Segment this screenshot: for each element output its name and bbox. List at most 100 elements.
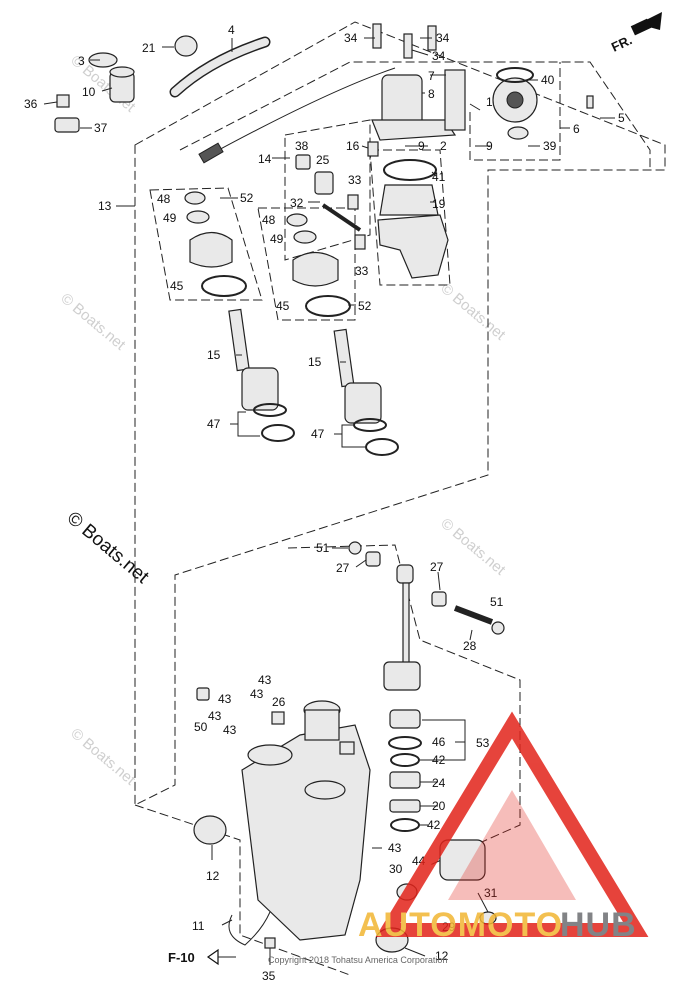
callout-16: 16 bbox=[346, 139, 360, 153]
part-38-ring bbox=[295, 154, 311, 170]
callout-34-a: 34 bbox=[344, 31, 358, 45]
callout-labels: 3 10 36 37 21 4 34 34 34 40 7 8 1 6 5 39… bbox=[24, 23, 625, 983]
callout-53: 53 bbox=[476, 736, 490, 750]
reference-label[interactable]: F-10 bbox=[168, 950, 195, 965]
part-37-clamp bbox=[54, 117, 80, 133]
callout-32: 32 bbox=[290, 196, 304, 210]
manual-valve-cover bbox=[439, 839, 486, 881]
callout-9-a: 9 bbox=[418, 139, 425, 153]
part-21-grommet bbox=[174, 35, 198, 57]
part-47-left-ring-a bbox=[253, 403, 287, 417]
outline-piston-right bbox=[257, 207, 356, 321]
callout-35: 35 bbox=[262, 969, 276, 983]
page-reference[interactable]: F-10 bbox=[168, 948, 236, 966]
reference-arrow-icon bbox=[206, 948, 219, 966]
part-45-left-oring bbox=[201, 275, 247, 297]
part-27-top bbox=[365, 551, 381, 567]
parts-top-left bbox=[54, 35, 396, 164]
callout-3: 3 bbox=[78, 54, 85, 68]
part-42-ring-b bbox=[390, 818, 420, 832]
part-49-right bbox=[293, 230, 317, 244]
brand-logo: AUTOMOTO HUB bbox=[358, 711, 649, 944]
callout-51-a: 51 bbox=[316, 541, 330, 555]
watermark-2: © Boats.net bbox=[437, 280, 509, 344]
watermark-3: © Boats.net bbox=[437, 515, 509, 579]
reservoir-body bbox=[377, 214, 449, 279]
callout-19: 19 bbox=[432, 197, 446, 211]
watermark-1: © Boats.net bbox=[57, 290, 129, 354]
outline-top-right bbox=[469, 62, 561, 161]
outline-valve bbox=[284, 119, 371, 261]
part-34-bolt-b bbox=[403, 33, 413, 59]
callout-43-c: 43 bbox=[250, 687, 264, 701]
callout-43-b: 43 bbox=[218, 692, 232, 706]
rod-eye bbox=[396, 564, 414, 584]
leader-lines bbox=[43, 37, 615, 965]
part-35-bolt bbox=[264, 937, 276, 949]
part-47-right-ring-b bbox=[365, 438, 399, 456]
part-51-top bbox=[348, 541, 362, 555]
callout-12-b: 12 bbox=[435, 949, 449, 963]
callout-11: 11 bbox=[192, 919, 205, 933]
callout-49-a: 49 bbox=[163, 211, 177, 225]
part-51-right bbox=[491, 621, 505, 635]
callout-48-a: 48 bbox=[157, 192, 171, 206]
part-40-oring bbox=[496, 67, 534, 83]
callout-5: 5 bbox=[618, 111, 625, 125]
callout-27-b: 27 bbox=[430, 560, 444, 574]
part-39-seal bbox=[507, 126, 529, 140]
part-36-screw bbox=[56, 94, 70, 108]
callout-43-f: 43 bbox=[388, 841, 402, 855]
front-label: FR. bbox=[609, 32, 634, 54]
motor-cable bbox=[214, 67, 396, 153]
callout-36: 36 bbox=[24, 97, 38, 111]
callout-46: 46 bbox=[432, 735, 446, 749]
brand-name-part1: AUTOMOTO bbox=[358, 906, 563, 944]
brand-triangle-outer bbox=[375, 711, 649, 937]
callout-7: 7 bbox=[428, 69, 435, 83]
callout-42-a: 42 bbox=[432, 753, 446, 767]
watermark-4: © Boats.net bbox=[67, 725, 139, 789]
callout-52-a: 52 bbox=[240, 191, 254, 205]
callout-49-b: 49 bbox=[270, 232, 284, 246]
callout-33-b: 33 bbox=[355, 264, 369, 278]
callout-24: 24 bbox=[432, 776, 446, 790]
callout-25: 25 bbox=[316, 153, 330, 167]
part-15-right-piston bbox=[344, 382, 382, 424]
part-27-right bbox=[431, 591, 447, 607]
callout-8: 8 bbox=[428, 87, 435, 101]
piston-right bbox=[286, 213, 399, 456]
part-15-left-rod bbox=[228, 308, 250, 372]
brand-triangle-inner bbox=[448, 790, 576, 900]
brand-name-part2: HUB bbox=[560, 906, 637, 944]
outline-tilt bbox=[287, 544, 521, 866]
callout-43-e: 43 bbox=[223, 723, 237, 737]
outline-bottom bbox=[134, 804, 351, 976]
callout-9-b: 9 bbox=[486, 139, 493, 153]
callout-15-b: 15 bbox=[308, 355, 322, 369]
part-42-ring-a bbox=[390, 753, 420, 767]
cable-connector bbox=[198, 142, 224, 164]
piston-head-left bbox=[189, 231, 233, 268]
part-26-plug bbox=[271, 711, 285, 725]
callout-6: 6 bbox=[573, 122, 580, 136]
callout-13: 13 bbox=[98, 199, 112, 213]
callout-37: 37 bbox=[94, 121, 108, 135]
part-ring-stack-top bbox=[389, 709, 421, 729]
callout-14: 14 bbox=[258, 152, 272, 166]
part-41-oring bbox=[383, 159, 437, 181]
part-25-valve bbox=[314, 171, 334, 195]
callout-4: 4 bbox=[228, 23, 235, 37]
piston-left bbox=[184, 191, 295, 442]
callout-45-a: 45 bbox=[170, 279, 184, 293]
cylinder-rings bbox=[388, 709, 422, 832]
callout-10: 10 bbox=[82, 85, 96, 99]
callout-47-a: 47 bbox=[207, 417, 221, 431]
part-7-armature bbox=[444, 69, 466, 131]
part-screw-right bbox=[586, 95, 594, 109]
part-3-clip bbox=[88, 52, 118, 68]
watermarks: © Boats.net © Boats.net © Boats.net © Bo… bbox=[57, 52, 509, 789]
callout-12-a: 12 bbox=[206, 869, 220, 883]
part-32-shaft bbox=[321, 203, 362, 232]
